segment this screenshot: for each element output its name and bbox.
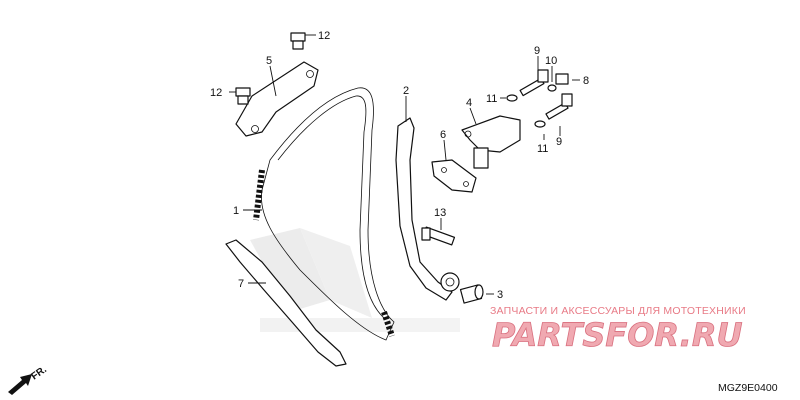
- leader-lines: [229, 34, 580, 295]
- part-12-bolt-lower[interactable]: [235, 87, 251, 105]
- part-7-chain-guide[interactable]: [225, 239, 347, 367]
- part-11-oring-lower[interactable]: [534, 120, 546, 128]
- front-direction-indicator: FR.: [8, 364, 49, 395]
- part-9-bolt-lower[interactable]: [545, 93, 573, 120]
- part-8-bolt[interactable]: [555, 73, 569, 85]
- callout-9-upper: 9: [534, 45, 540, 57]
- diagram-code: MGZ9E0400: [718, 382, 778, 394]
- part-1-cam-chain[interactable]: [253, 87, 395, 341]
- part-13-pivot-bolt[interactable]: [421, 226, 456, 246]
- part-5-guide-plate[interactable]: [235, 61, 319, 137]
- callout-11-lower: 11: [537, 143, 548, 155]
- callout-labels: 1 2 3 4 5 6 7 8 9 9 10 11 11 12 12 13: [210, 30, 589, 301]
- part-11-oring-upper[interactable]: [506, 94, 518, 102]
- callout-7: 7: [238, 278, 244, 290]
- callout-8: 8: [583, 75, 589, 87]
- part-10-washer[interactable]: [547, 84, 557, 92]
- direction-label: FR.: [29, 364, 49, 382]
- part-2-tensioner-arm[interactable]: [395, 117, 460, 301]
- watermark: ЗАПЧАСТИ И АКСЕССУАРЫ ДЛЯ МОТОТЕХНИКИ PA…: [490, 305, 746, 354]
- watermark-logo: PARTSFOR.RU: [492, 316, 742, 354]
- part-6-gasket[interactable]: [431, 159, 477, 193]
- callout-10: 10: [545, 55, 557, 67]
- watermark-tagline: ЗАПЧАСТИ И АКСЕССУАРЫ ДЛЯ МОТОТЕХНИКИ: [490, 305, 746, 317]
- callout-11-upper: 11: [486, 93, 497, 105]
- callout-13: 13: [434, 207, 446, 219]
- direction-arrow-icon: [8, 374, 32, 395]
- part-3-collar[interactable]: [459, 284, 484, 304]
- callout-1: 1: [233, 205, 239, 217]
- part-9-bolt-upper[interactable]: [519, 69, 549, 97]
- callout-6: 6: [440, 129, 446, 141]
- callout-12-upper: 12: [318, 30, 330, 42]
- part-4-tensioner-lifter[interactable]: [461, 115, 521, 169]
- callout-3: 3: [497, 289, 503, 301]
- callout-5: 5: [266, 55, 272, 67]
- part-12-bolt-upper[interactable]: [290, 32, 306, 50]
- callout-12-lower: 12: [210, 87, 222, 99]
- callout-2: 2: [403, 85, 409, 97]
- callout-9-lower: 9: [556, 136, 562, 148]
- callout-4: 4: [466, 97, 472, 109]
